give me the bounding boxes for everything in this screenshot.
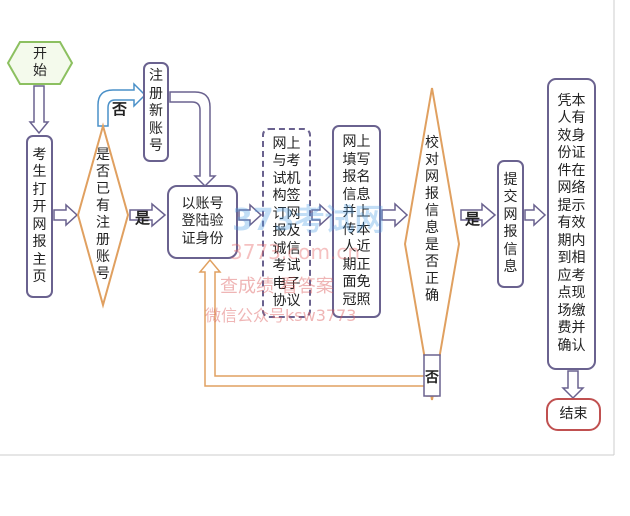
node-confirm-text: 凭本人有效身份证件在网络提示有效期内到相应考点现场缴费并确认 xyxy=(557,92,586,354)
decision-check-info xyxy=(403,87,461,401)
arrow-yes-submit xyxy=(460,202,497,228)
node-login-text: 以账号登陆验证身份 xyxy=(181,195,224,247)
node-agreement: 网上与考试机构签订网报及诚信考试电子协议 xyxy=(262,128,311,318)
node-agreement-text: 网上与考试机构签订网报及诚信考试电子协议 xyxy=(272,135,301,310)
arrow-start-down xyxy=(28,85,50,135)
arrow-yes-login xyxy=(129,202,167,228)
start-label: 开始 xyxy=(33,46,47,79)
watermark-url: 3773.com.cn xyxy=(230,240,360,264)
arrow-login-agreement xyxy=(238,203,263,227)
node-register-text: 注册新账号 xyxy=(149,68,163,155)
node-confirm: 凭本人有效身份证件在网络提示有效期内到相应考点现场缴费并确认 xyxy=(547,78,596,370)
watermark-site-name: 373考试网 xyxy=(232,203,385,238)
label-yes-submit: 是 xyxy=(465,210,481,228)
arrow-to-diamond xyxy=(53,203,79,227)
label-no-register: 否 xyxy=(112,100,128,118)
arrow-agreement-fill xyxy=(311,203,333,227)
node-register: 注册新账号 xyxy=(143,62,169,162)
arrow-fill-check xyxy=(381,202,409,228)
label-no-back: 否 xyxy=(425,370,439,386)
node-open-page: 考生打开网报主页 xyxy=(26,135,53,298)
arrow-register-login xyxy=(169,91,217,188)
arrow-no-register xyxy=(97,82,147,127)
node-fill-info-text: 网上填写报名信息并上传本人近期正面免冠照 xyxy=(342,134,371,308)
arrow-confirm-end xyxy=(561,370,585,400)
arrow-submit-confirm xyxy=(524,203,547,227)
node-submit: 提交网报信息 xyxy=(497,160,524,288)
node-submit-text: 提交网报信息 xyxy=(503,171,518,276)
no-label-box xyxy=(423,354,441,397)
node-end-text: 结束 xyxy=(559,405,588,422)
decision-check-info-text: 校对网报信息是否正确 xyxy=(425,135,439,304)
node-open-page-text: 考生打开网报主页 xyxy=(32,146,47,286)
decision-has-account xyxy=(76,122,130,309)
decision-has-account-text: 是否已有注册账号 xyxy=(96,147,110,282)
node-login: 以账号登陆验证身份 xyxy=(167,185,238,259)
start-hexagon xyxy=(6,41,74,85)
label-yes-login: 是 xyxy=(135,209,151,227)
node-fill-info: 网上填写报名信息并上传本人近期正面免冠照 xyxy=(332,125,381,318)
node-end: 结束 xyxy=(546,398,601,431)
watermark-slogan: 查成绩 看答案 xyxy=(220,276,334,297)
watermark-wechat: 微信公众号ksw3773 xyxy=(205,306,357,325)
